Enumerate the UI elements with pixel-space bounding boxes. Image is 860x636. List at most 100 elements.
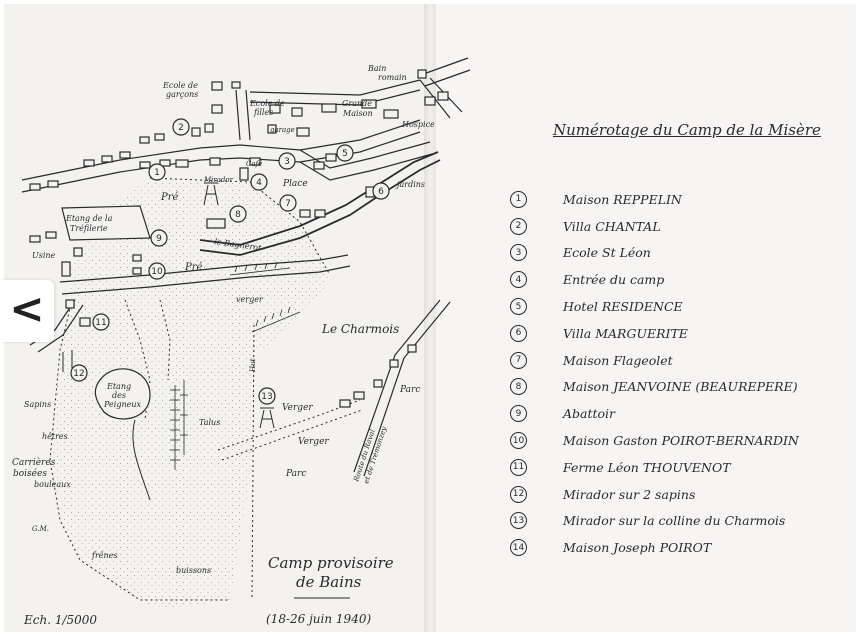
- label-garage: garage: [270, 126, 295, 134]
- label-hetres: hêtres: [42, 432, 68, 441]
- map-marker-numbers: 1 2 3 4 5 6 7 8 9 10 11 12 13: [73, 123, 384, 402]
- legend-title: Numérotage du Camp de la Misère: [553, 121, 821, 139]
- camp-area: [50, 178, 330, 610]
- legend-number-badge: 7: [510, 351, 527, 369]
- legend-item-name: Villa MARGUERITE: [563, 325, 688, 341]
- legend-number-badge: 2: [510, 217, 527, 235]
- marker-1: 1: [154, 168, 160, 178]
- legend-item: 10 Maison Gaston POIROT-BERNARDIN: [510, 427, 850, 454]
- legend-item: 3 Ecole St Léon: [510, 240, 850, 267]
- map-dates: (18-26 juin 1940): [266, 612, 371, 626]
- label-bouleaux: bouleaux: [34, 480, 71, 489]
- marker-5: 5: [342, 149, 348, 159]
- page-fold: [424, 4, 436, 632]
- marker-11: 11: [95, 318, 106, 328]
- map-scale: Ech. 1/5000: [23, 613, 97, 627]
- etang-peigneux: [94, 368, 151, 420]
- label-parc-south: Parc: [285, 469, 306, 479]
- map-title-line1: Camp provisoire: [268, 554, 394, 572]
- label-carrieres-2: boisées: [13, 468, 47, 479]
- label-etang-trefilerie-2: Tréfilerie: [70, 224, 108, 233]
- label-buissons: buissons: [176, 566, 211, 575]
- label-jardins: jardins: [395, 180, 425, 189]
- label-frenes: frênes: [91, 551, 118, 560]
- label-le-charmois: Le Charmois: [321, 322, 399, 336]
- legend-item-name: Abattoir: [563, 406, 616, 422]
- legend-item: 6 Villa MARGUERITE: [510, 320, 850, 347]
- label-etang-trefilerie-1: Etang de la: [65, 214, 113, 223]
- label-hut: Hut: [249, 358, 257, 373]
- map-title-line2: de Bains: [296, 573, 362, 591]
- label-verger-north: verger: [236, 295, 264, 304]
- legend-number-badge: 3: [510, 244, 527, 262]
- marker-4: 4: [256, 178, 262, 188]
- label-ecole-filles-1: Ecole de: [249, 99, 285, 108]
- marker-13: 13: [261, 392, 272, 402]
- label-ecole-filles-2: filles: [253, 108, 273, 117]
- etang-trefilerie: [61, 205, 151, 241]
- label-carrieres-1: Carrières: [12, 457, 56, 468]
- legend-number-badge: 1: [510, 190, 527, 208]
- legend-number-badge: 8: [510, 378, 527, 396]
- label-verger-south: Verger: [298, 437, 329, 447]
- legend-number-badge: 6: [510, 324, 527, 342]
- roads: [21, 57, 471, 477]
- bagnerot-river: [199, 151, 441, 256]
- label-ecole-garcons-2: garçons: [166, 90, 198, 99]
- legend-item-name: Entrée du camp: [563, 272, 665, 288]
- marker-12: 12: [73, 369, 84, 379]
- label-sapins: Sapins: [24, 400, 51, 409]
- label-grande-maison-1: Grande: [342, 99, 372, 108]
- label-pre-south: Pré: [184, 262, 203, 273]
- map-markers: [70, 118, 390, 405]
- legend-item-name: Mirador sur la colline du Charmois: [563, 513, 786, 529]
- marker-10: 10: [151, 267, 163, 277]
- buildings: [29, 69, 449, 408]
- marker-6: 6: [378, 187, 384, 197]
- marker-2: 2: [178, 123, 184, 133]
- legend-number-badge: 9: [510, 405, 527, 423]
- legend-item-name: Ecole St Léon: [563, 245, 651, 261]
- label-etang-peigneux-1: Etang: [106, 382, 131, 391]
- legend-item-name: Maison Joseph POIROT: [563, 540, 712, 556]
- legend-item: 9 Abattoir: [510, 400, 850, 427]
- label-verger-east: Verger: [282, 403, 313, 413]
- legend-item: 12 Mirador sur 2 sapins: [510, 481, 850, 508]
- label-parc-east: Parc: [399, 385, 420, 395]
- marker-8: 8: [235, 210, 241, 220]
- mirador-towers: [62, 182, 275, 429]
- right-page: [430, 4, 856, 632]
- marker-7: 7: [285, 199, 291, 209]
- label-etang-peigneux-2: des: [112, 391, 126, 400]
- legend-number-badge: 12: [510, 485, 527, 503]
- legend-item-name: Maison Gaston POIROT-BERNARDIN: [563, 433, 799, 449]
- label-gm: G.M.: [32, 525, 49, 533]
- label-usine: Usine: [32, 251, 56, 260]
- stream: [132, 419, 151, 501]
- legend-number-badge: 4: [510, 271, 527, 289]
- label-etang-peigneux-3: Peigneux: [103, 400, 141, 409]
- legend-item-name: Ferme Léon THOUVENOT: [563, 459, 731, 475]
- legend-number-badge: 14: [510, 539, 527, 557]
- legend-number-badge: 10: [510, 432, 527, 450]
- legend-item: 14 Maison Joseph POIROT: [510, 534, 850, 561]
- legend-item-name: Maison JEANVOINE (BEAUREPERE): [563, 379, 798, 395]
- previous-page-button[interactable]: <: [0, 280, 54, 342]
- label-ecole-garcons-1: Ecole de: [162, 81, 198, 90]
- marker-9: 9: [156, 234, 162, 244]
- label-mirador: Mirador: [203, 176, 234, 184]
- legend-number-badge: 11: [510, 458, 527, 476]
- legend-item: 4 Entrée du camp: [510, 266, 850, 293]
- label-grande-maison-2: Maison: [342, 109, 373, 118]
- legend-number-badge: 5: [510, 298, 527, 316]
- legend-item-name: Mirador sur 2 sapins: [563, 486, 696, 502]
- label-cafe: Café: [246, 160, 262, 168]
- label-bain-romain-1: Bain: [367, 64, 386, 73]
